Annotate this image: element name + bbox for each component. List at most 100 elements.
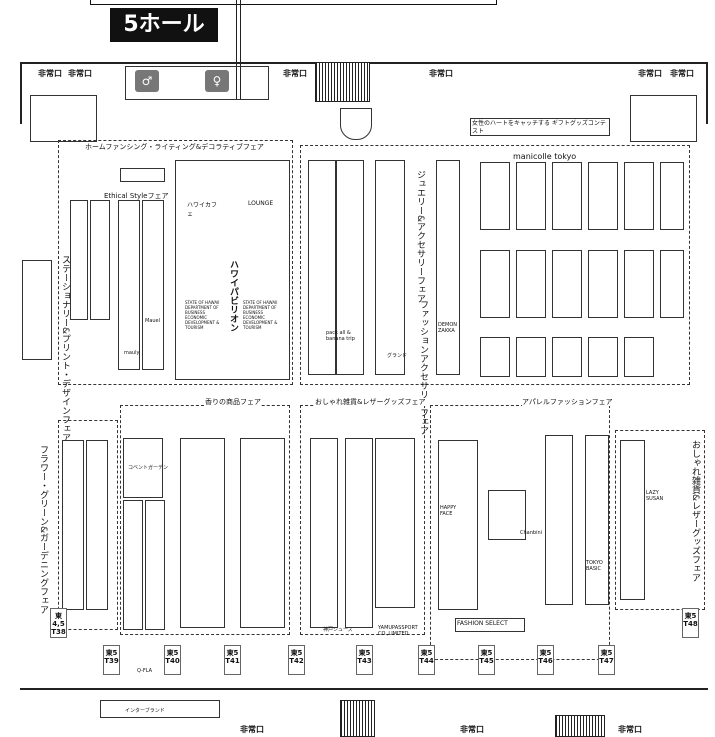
booth-mauel: Mauel [145, 318, 161, 324]
booth-column [620, 440, 645, 600]
left-wall [20, 62, 22, 124]
booth-column [22, 260, 52, 360]
zone-oshare2 [615, 430, 705, 610]
exit-sign: 非常口 [68, 69, 92, 78]
zone-stationery-label: ステーショナリー&プリント・デザインフェア [60, 255, 70, 443]
gift-contest: 女性のハートをキャッチする ギフトグッズコンテスト [470, 118, 610, 136]
hawaii-pavilion [175, 160, 290, 380]
zone-apparel [430, 405, 610, 660]
booth-column [145, 500, 165, 630]
zone-oshare2-label: おしゃれ雑貨&レザーグッズフェア [690, 440, 700, 583]
stairs-icon [340, 700, 375, 737]
exit-sign: 非常口 [429, 69, 453, 78]
booth-column [123, 500, 143, 630]
booth-lazy: LAZY SUSAN [646, 490, 664, 502]
exit-sign: 非常口 [240, 725, 264, 734]
booth-tokyo-basic: TOKYO BASIC [586, 560, 603, 572]
female-toilet-icon: ♀ [205, 70, 229, 92]
fashion-select-label: FASHION SELECT [455, 618, 525, 632]
booth-column [375, 160, 405, 375]
right-wall [706, 62, 708, 124]
booth-column [70, 200, 88, 320]
hawaii-cafe-label: ハワイカフェ [187, 202, 218, 218]
zone-fashion-acc-label: ファッションアクセサリーフェア [418, 300, 428, 435]
booth-coven: コベントガーデン [128, 465, 169, 471]
booth-yamu: YAMUPASSPORT CO.,LIMITED [378, 625, 418, 637]
booth-interbrand-label: インターブランド [125, 708, 165, 714]
booth-pack-all: pack all & banana trip [326, 330, 355, 342]
zone-fragrance-label: 香りの商品フェア [205, 398, 261, 406]
booth-small [120, 168, 165, 182]
room-right [630, 95, 697, 142]
booth-column [308, 160, 336, 375]
booth-block [488, 490, 526, 540]
booth-kobe: 神戸シューズ [323, 627, 353, 633]
zone-home-label: ホームファンシング・ライティング&デコラティブフェア [85, 143, 264, 151]
booth-column [438, 440, 478, 610]
booth-column [142, 200, 164, 370]
zone-oshare-label: おしゃれ雑貨&レザーグッズフェア [315, 398, 426, 406]
zone-manicolle-label: manicolle tokyo [513, 152, 577, 161]
zone-right-top [300, 145, 690, 385]
exit-sign: 非常口 [618, 725, 642, 734]
exit-sign: 非常口 [670, 69, 694, 78]
booth-column [180, 438, 225, 628]
leader-line [236, 0, 237, 100]
zone-apparel-label: アパレルファッションフェア [522, 398, 613, 406]
zone-jewelry-label: ジュエリー&アクセサリーフェア [415, 170, 425, 304]
booth-column [86, 440, 108, 610]
top-frame [90, 0, 497, 5]
leader-line [240, 0, 241, 100]
booth-column [118, 200, 140, 370]
booth-chanbini: Chanbini [520, 530, 543, 536]
booth-column [345, 438, 373, 628]
bottom-wall [20, 688, 708, 690]
booth-interbrand [100, 700, 220, 718]
booth-column [436, 160, 460, 375]
zone-ethical-label: Ethical Styleフェア [104, 192, 169, 200]
hawaii-booth-1: STATE OF HAWAII DEPARTMENT OF BUSINESS E… [185, 300, 220, 330]
room-left [30, 95, 97, 142]
booth-mauly: mauly [124, 350, 140, 356]
exit-sign: 非常口 [283, 69, 307, 78]
hawaii-pavilion-label: ハワイパビリオン [228, 260, 238, 332]
hall-title: 5ホール [110, 8, 218, 42]
booth-grand: グランド [387, 353, 408, 359]
booth-qfla: Q-FLA [137, 668, 153, 674]
stairs-icon [315, 62, 370, 102]
zone-flower-label: フラワー・グリーン&ガーデニングフェア [38, 445, 48, 615]
booth-column [375, 438, 415, 608]
manicolle-grid [480, 162, 685, 377]
exit-sign: 非常口 [38, 69, 62, 78]
booth-demon: DEMON ZAKKA [438, 322, 457, 334]
lounge-label: LOUNGE [248, 200, 274, 207]
booth-block [123, 438, 163, 498]
zone-flower [58, 420, 118, 630]
booth-happy: HAPPY FACE [440, 505, 457, 517]
hawaii-booth-2: STATE OF HAWAII DEPARTMENT OF BUSINESS E… [243, 300, 278, 330]
booth-column [90, 200, 110, 320]
exit-sign: 非常口 [638, 69, 662, 78]
zone-home [58, 140, 293, 385]
booth-column [240, 438, 285, 628]
stairs-icon [555, 715, 605, 737]
toilet-block [125, 66, 269, 100]
escalator-icon [340, 108, 372, 140]
booth-column [310, 438, 338, 628]
exit-sign: 非常口 [460, 725, 484, 734]
booth-column [545, 435, 573, 605]
booth-column [585, 435, 609, 605]
male-toilet-icon: ♂ [135, 70, 159, 92]
booth-column [336, 160, 364, 375]
